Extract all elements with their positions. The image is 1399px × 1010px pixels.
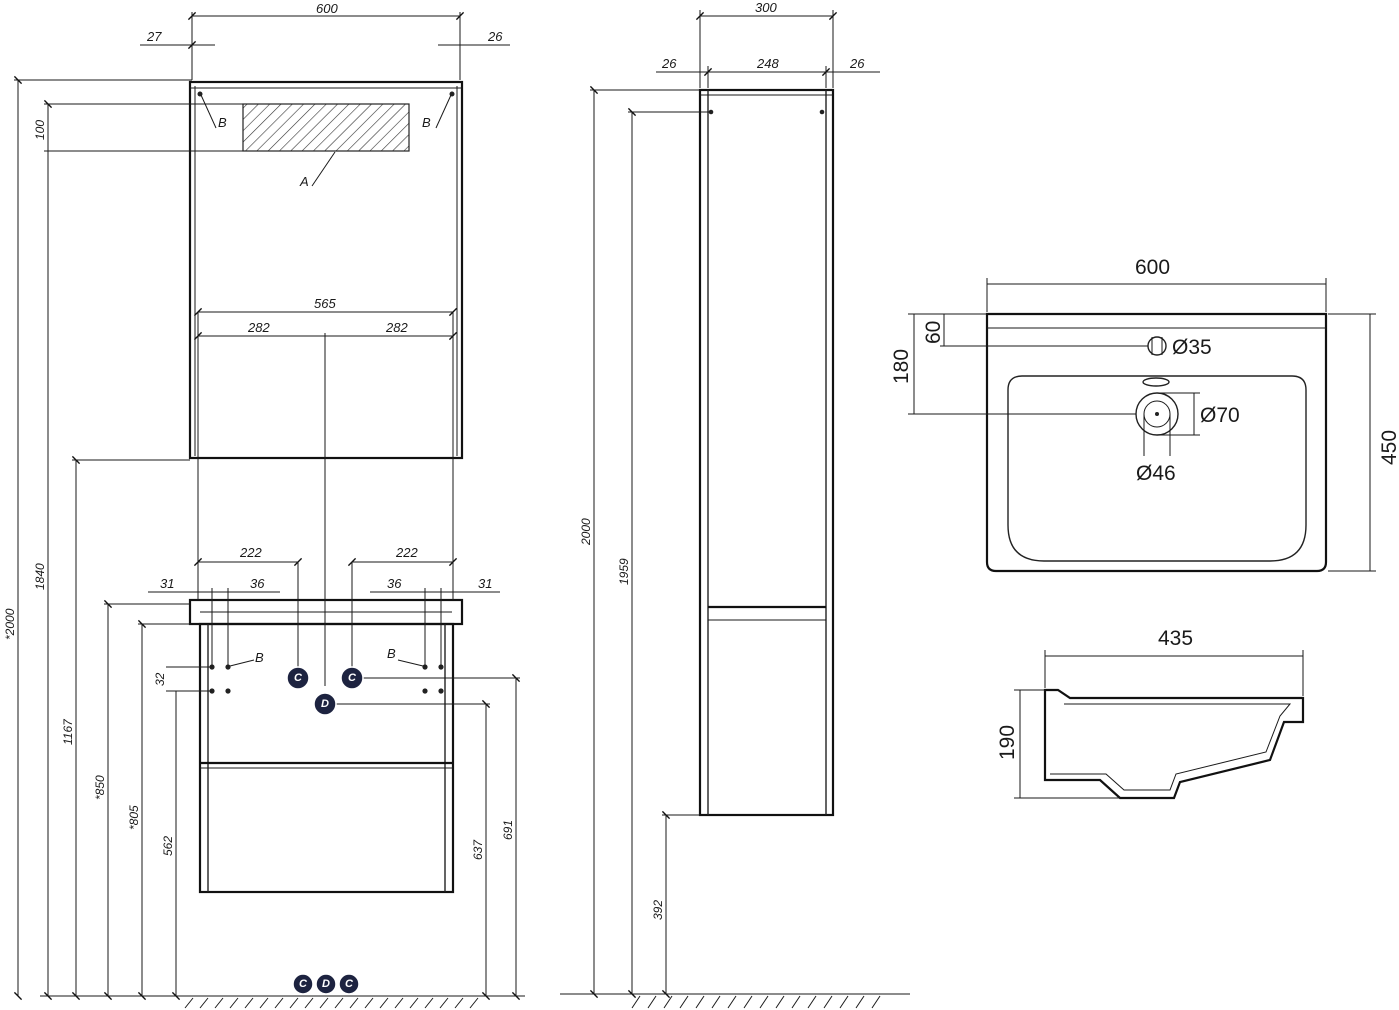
dim-100: 100 [33,120,47,140]
dim-tall-top: 300 248 26 26 [656,0,880,88]
dim-60: 60 [922,321,945,344]
dim-562: 562 [161,836,175,856]
dim-435: 435 [1158,627,1193,650]
sink-side-view [1043,688,1305,800]
svg-text:C: C [345,978,354,990]
dim-mirror-vertical: *2000 100 1840 [3,75,243,1001]
dim-27: 27 [146,29,162,44]
dim-d70: Ø70 [1200,404,1240,427]
dim-26-mirror: 26 [487,29,503,44]
dim-vanity-top: 565 282 282 222 222 31 36 36 31 [148,296,500,686]
svg-text:C: C [294,672,303,684]
label-b-right: B [422,115,431,130]
dim-248: 248 [756,56,779,71]
dim-sink-top: 600 450 180 60 Ø35 Ø70 Ø46 [890,256,1399,572]
label-a: A [299,174,309,189]
dim-31-left: 31 [160,576,174,591]
floor-right [560,993,910,1009]
dim-tall-vertical: 2000 1959 392 [579,85,711,999]
dim-1959: 1959 [617,558,631,585]
dim-565: 565 [314,296,336,311]
dim-180: 180 [890,349,913,384]
dim-vanity-vertical: 1167 *850 *805 32 562 691 637 [61,455,521,1001]
vanity-cabinet: B B [188,598,464,894]
dim-36-left: 36 [250,576,265,591]
svg-text:C: C [348,672,357,684]
dim-282-right: 282 [385,320,408,335]
sink-top-view [985,312,1328,573]
mirror-light-hatch [242,103,410,152]
dim-600-sink: 600 [1135,256,1170,279]
dim-222-right: 222 [395,545,418,560]
dim-222-left: 222 [239,545,262,560]
dim-600-mirror: 600 [316,1,338,16]
label-b-vanity-left: B [255,650,264,665]
label-b-vanity-right: B [387,646,396,661]
floor-markers: C D C [292,973,360,995]
dim-26-tall-right: 26 [849,56,865,71]
dim-2000-mirror: *2000 [3,608,17,640]
marker-c-left: C [286,666,310,690]
marker-d: D [313,692,337,716]
svg-text:C: C [299,978,308,990]
dim-32: 32 [153,672,167,686]
dim-mirror-width: 600 27 26 [140,1,510,80]
dim-1840: 1840 [33,563,47,590]
dim-450: 450 [1378,430,1399,465]
tall-cabinet [698,88,835,817]
dim-850: *850 [93,775,107,800]
dim-1167: 1167 [61,718,75,745]
mirror-cabinet: B B A [188,80,464,460]
floor-left [40,995,525,1009]
dim-190: 190 [996,725,1019,760]
dim-36-right: 36 [387,576,402,591]
dim-sink-side: 435 190 [996,627,1304,799]
dim-691: 691 [501,820,515,840]
dim-300: 300 [755,0,777,15]
dim-805: *805 [127,805,141,830]
label-b-left: B [218,115,227,130]
dim-282-left: 282 [247,320,270,335]
dim-d35: Ø35 [1172,336,1212,359]
dim-392: 392 [651,900,665,920]
dim-637: 637 [471,839,485,860]
dim-d46: Ø46 [1136,462,1176,485]
dim-26-tall-left: 26 [661,56,677,71]
dim-2000-tall: 2000 [579,518,593,546]
dim-31-right: 31 [478,576,492,591]
marker-c-right: C [340,666,364,690]
svg-text:D: D [321,698,329,710]
svg-text:D: D [322,978,330,990]
